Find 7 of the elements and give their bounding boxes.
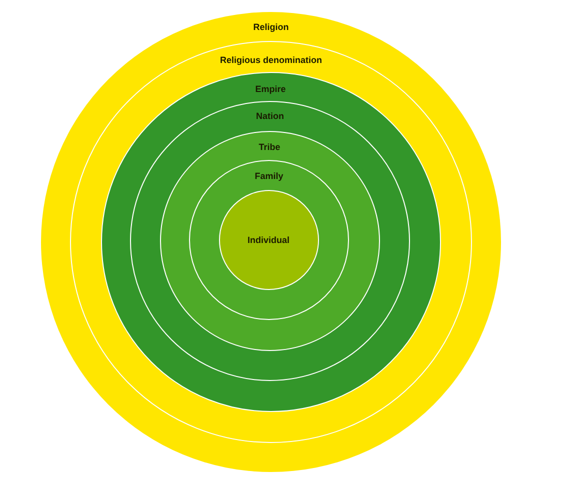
ring-label: Religion [252,22,290,32]
ring-label: Family [254,171,284,181]
ring-label: Nation [255,111,285,121]
ring-label: Empire [254,84,287,94]
ring-label: Tribe [258,142,282,152]
ring-label: Religious denomination [218,55,323,65]
ring-label: Individual [246,234,290,244]
